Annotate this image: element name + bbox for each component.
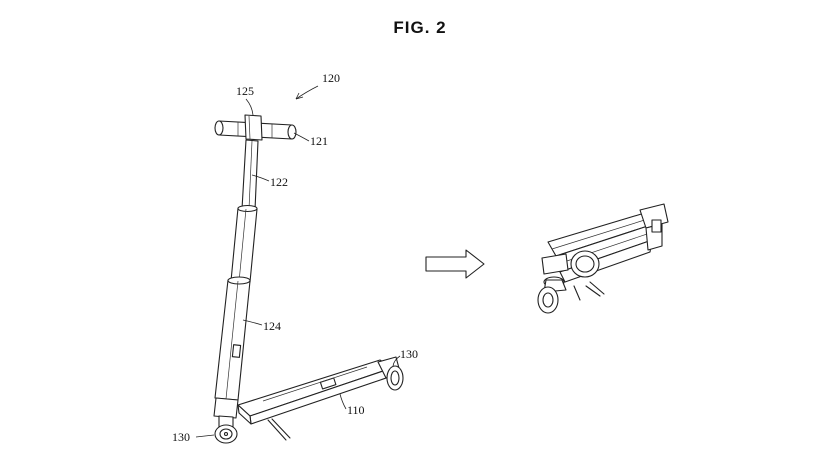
label-121: 121: [310, 134, 328, 148]
middle-stem: [230, 204, 258, 283]
lower-stem: [214, 276, 251, 401]
label-130-front: 130: [172, 430, 190, 444]
right-arrow-icon: [425, 249, 485, 279]
handlebar: [214, 114, 297, 141]
label-124: 124: [263, 319, 281, 333]
reference-labels: 120 125 121 122 124 130 110 130: [172, 71, 418, 444]
label-120: 120: [322, 71, 340, 85]
figure-title: FIG. 2: [393, 18, 447, 37]
label-122: 122: [270, 175, 288, 189]
upper-stem: [241, 139, 259, 211]
label-110: 110: [347, 403, 365, 417]
unfolded-scooter: [213, 114, 404, 444]
deck: [237, 359, 393, 441]
label-125: 125: [236, 84, 254, 98]
folded-scooter: [537, 203, 669, 314]
front-wheel-assembly: [213, 397, 239, 444]
label-130-rear: 130: [400, 347, 418, 361]
